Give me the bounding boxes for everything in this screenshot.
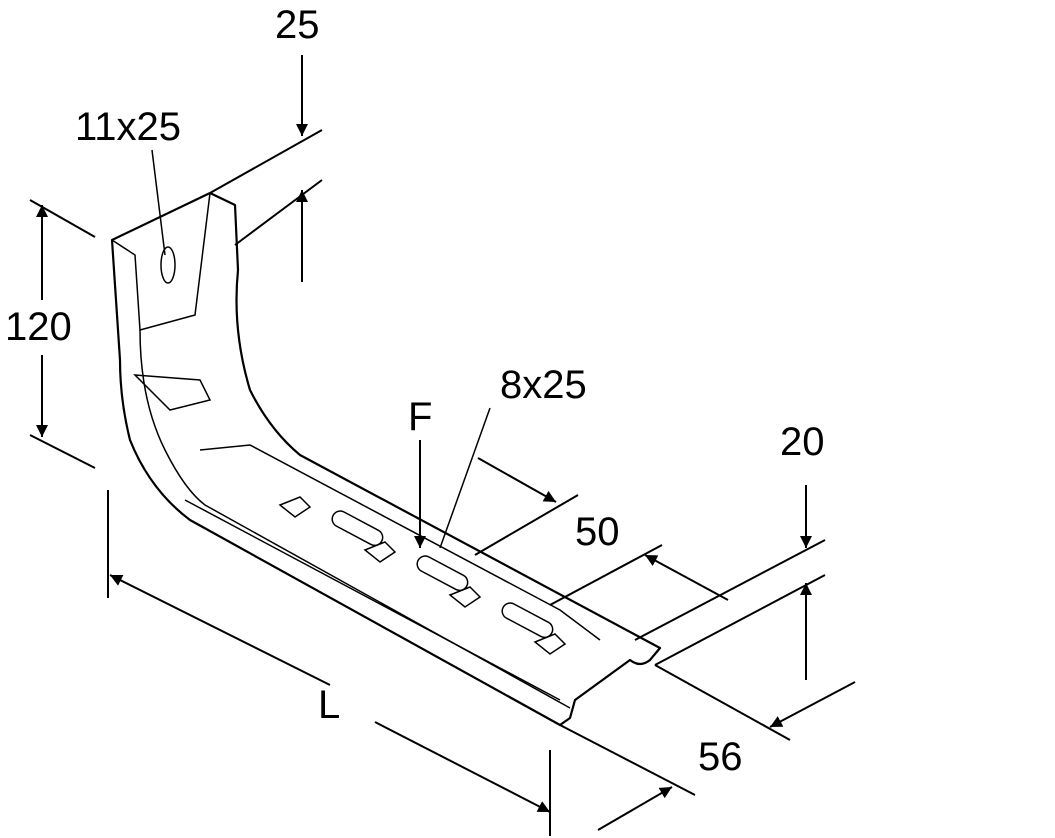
dimension-label-120: 120: [5, 305, 72, 349]
dimension-56: 56: [597, 664, 856, 831]
dimension-label-11x25: 11x25: [75, 105, 181, 149]
dimension-50: 50: [474, 457, 729, 606]
dimension-label-25: 25: [275, 3, 320, 47]
dimension-120: 120: [5, 199, 96, 469]
dimension-label-L: L: [318, 683, 340, 727]
force-indicator: F: [408, 395, 432, 548]
dimension-label-20: 20: [780, 420, 825, 464]
dimension-label-56: 56: [698, 735, 743, 779]
bracket-part: [110, 191, 662, 727]
dimension-8x25: 8x25: [439, 363, 587, 549]
dimension-label-8x25: 8x25: [500, 363, 587, 407]
dimension-20: 20: [634, 420, 826, 680]
slot-row: [278, 496, 567, 655]
dimension-label-50: 50: [575, 510, 620, 554]
dimension-L: L: [107, 490, 696, 836]
dimension-25: 25: [209, 3, 323, 282]
dimension-11x25: 11x25: [75, 105, 181, 256]
force-label: F: [408, 395, 432, 439]
